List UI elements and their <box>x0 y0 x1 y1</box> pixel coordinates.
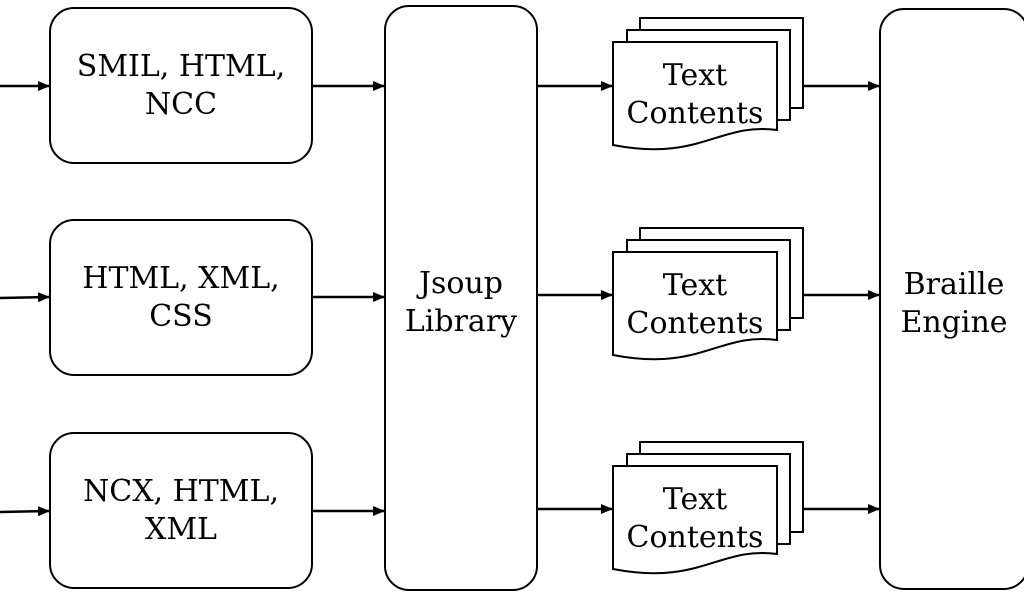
input-label-2: HTML, XML,CSS <box>82 260 280 334</box>
document-stack-2 <box>612 227 804 361</box>
arrow-in-3 <box>0 506 50 517</box>
engine-box <box>879 8 1024 590</box>
input-label-1: SMIL, HTML,NCC <box>76 48 286 122</box>
library-box <box>384 5 538 591</box>
input-label-3: NCX, HTML,XML <box>83 473 279 547</box>
document-stack-3 <box>612 441 804 575</box>
document-stack-1 <box>612 17 804 151</box>
arrow-in-2 <box>0 292 50 303</box>
